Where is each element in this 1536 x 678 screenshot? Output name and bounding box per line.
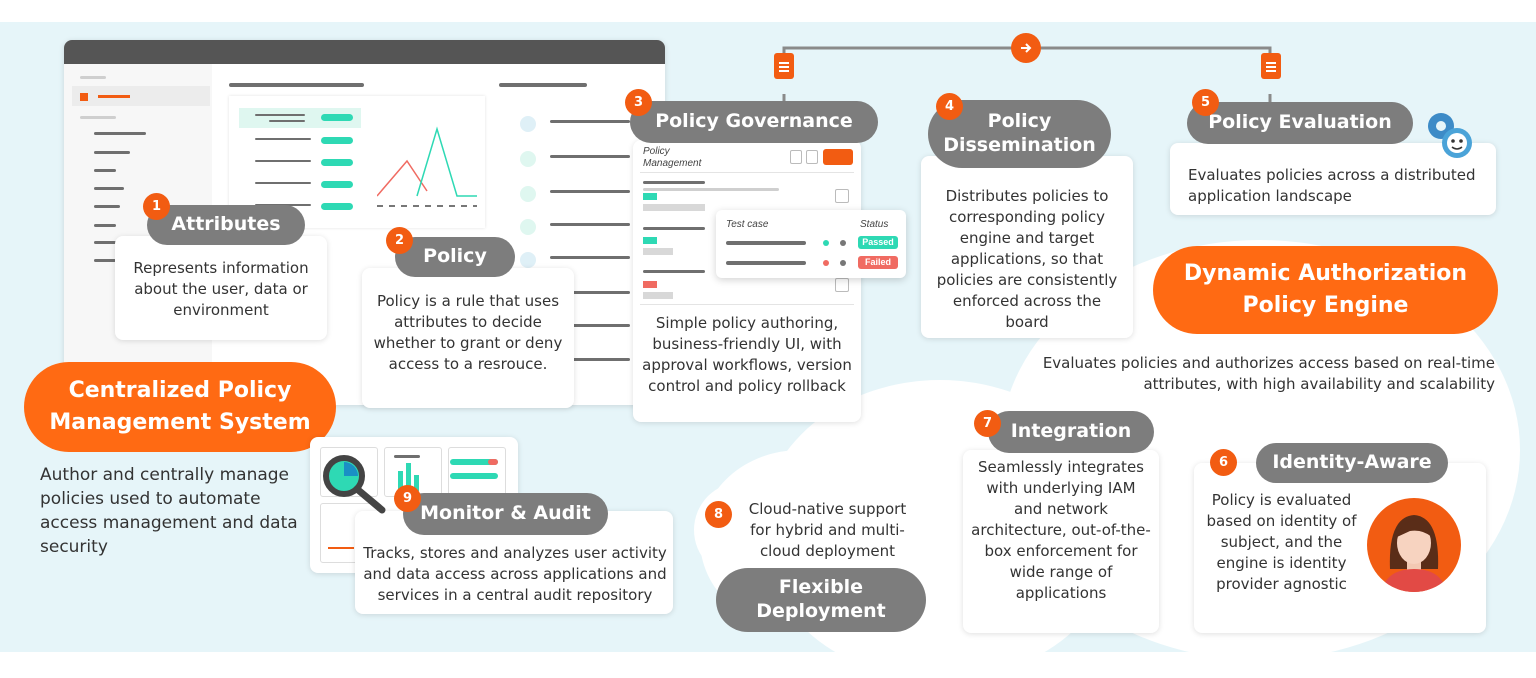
deployment-title-line1: Flexible — [778, 576, 864, 599]
identity-description: Policy is evaluated based on identity of… — [1206, 491, 1357, 593]
cpms-title-line1: Centralized Policy — [68, 378, 292, 403]
deployment-title-line2: Deployment — [756, 600, 886, 622]
policy-management-label: Policy Management — [643, 146, 702, 169]
integration-description: Seamlessly integrates with underlying IA… — [971, 458, 1151, 602]
policy-card — [362, 268, 574, 408]
dissemination-title-line1: Policy — [987, 110, 1052, 133]
engine-title: Dynamic Authorization Policy Engine — [1153, 246, 1498, 334]
policy-description: Policy is a rule that uses attributes to… — [373, 292, 563, 373]
engine-title-line2: Policy Engine — [1242, 293, 1409, 318]
passed-badge: Passed — [858, 236, 898, 249]
step-1-badge: 1 — [143, 193, 170, 220]
mockup-icon-button — [806, 150, 818, 164]
avatar-icon — [1367, 498, 1461, 592]
arrow-right-icon — [1011, 33, 1041, 63]
deployment-cloud — [790, 448, 900, 538]
deployment-title: Flexible Deployment — [716, 568, 926, 632]
status-header: Status — [860, 219, 889, 230]
integration-title: Integration — [988, 411, 1154, 453]
attributes-card — [115, 236, 327, 340]
test-case-header: Test case — [726, 219, 769, 230]
step-4-badge: 4 — [936, 93, 963, 120]
evaluation-description: Evaluates policies across a distributed … — [1188, 166, 1476, 205]
gears-icon — [1428, 113, 1472, 158]
search-icon — [323, 455, 386, 514]
step-9-badge: 9 — [394, 485, 421, 512]
cpms-title-line2: Management System — [49, 410, 311, 435]
test-case-popup: Test case Status Passed Failed — [716, 210, 906, 278]
governance-card — [633, 140, 861, 422]
engine-title-line1: Dynamic Authorization — [1183, 261, 1468, 286]
step-5-badge: 5 — [1192, 89, 1219, 116]
step-8-badge: 8 — [705, 501, 732, 528]
document-icon — [774, 53, 794, 79]
evaluation-title: Policy Evaluation — [1187, 102, 1413, 144]
monitor-description: Tracks, stores and analyzes user activit… — [363, 544, 667, 604]
cpms-title: Centralized Policy Management System — [24, 362, 336, 452]
deployment-description: Cloud-native support for hybrid and mult… — [748, 500, 907, 560]
step-3-badge: 3 — [625, 89, 652, 116]
monitor-title: Monitor & Audit — [403, 493, 608, 535]
step-7-badge: 7 — [974, 410, 1001, 437]
engine-description: Evaluates policies and authorizes access… — [1042, 354, 1495, 393]
attributes-title: Attributes — [147, 205, 305, 245]
attributes-description: Represents information about the user, d… — [133, 259, 309, 319]
cpms-description: Author and centrally manage policies use… — [40, 465, 298, 557]
evaluation-card — [1170, 143, 1496, 215]
failed-badge: Failed — [858, 256, 898, 269]
mockup-icon-button — [790, 150, 802, 164]
step-2-badge: 2 — [386, 227, 413, 254]
mockup-titlebar — [64, 40, 665, 64]
governance-title: Policy Governance — [630, 101, 878, 143]
document-icon — [1261, 53, 1281, 79]
policy-title: Policy — [395, 237, 515, 277]
dissemination-title: Policy Dissemination — [928, 100, 1111, 168]
dissemination-description: Distributes policies to corresponding po… — [936, 187, 1118, 331]
dissemination-card — [921, 156, 1133, 338]
dissemination-title-line2: Dissemination — [943, 134, 1096, 156]
step-6-badge: 6 — [1210, 449, 1237, 476]
mockup-primary-button — [823, 149, 853, 165]
integration-card — [963, 450, 1159, 633]
identity-title: Identity-Aware — [1256, 443, 1448, 483]
governance-description: Simple policy authoring, business-friend… — [642, 314, 852, 395]
